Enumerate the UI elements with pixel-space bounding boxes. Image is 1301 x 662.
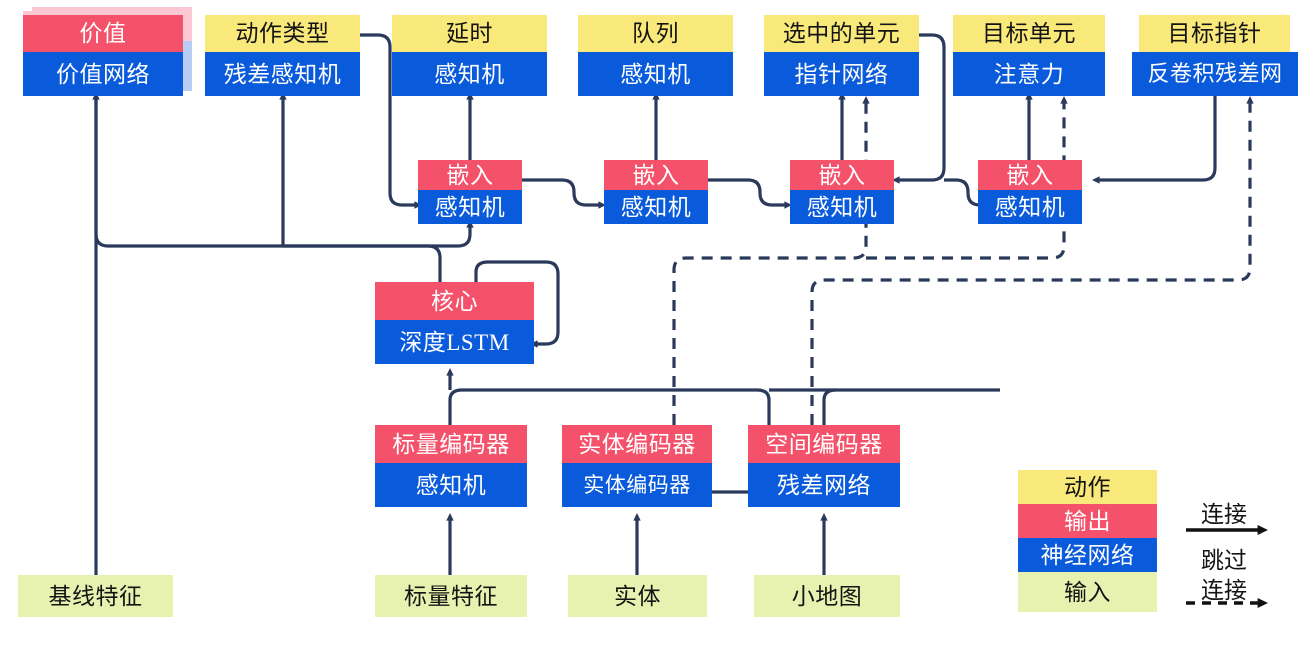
head-selected-units-network-label: 指针网络 — [764, 52, 919, 96]
head-delay[interactable]: 延时 感知机 — [392, 15, 547, 96]
head-action-type-network-label: 残差感知机 — [205, 52, 360, 96]
embed-3-output-label: 嵌入 — [790, 160, 894, 190]
head-delay-action-label: 延时 — [392, 15, 547, 52]
embed-2-network-label: 感知机 — [604, 190, 708, 224]
head-queue-action-label: 队列 — [578, 15, 733, 52]
encoder-scalar-output-label: 标量编码器 — [375, 425, 527, 463]
embed-2-output-label: 嵌入 — [604, 160, 708, 190]
encoder-scalar[interactable]: 标量编码器 感知机 — [375, 425, 527, 507]
embed-3[interactable]: 嵌入 感知机 — [790, 160, 894, 224]
input-baseline-features-label: 基线特征 — [18, 575, 173, 617]
legend-swatch-network-label: 神经网络 — [1018, 538, 1157, 572]
legend-swatch-output-label: 输出 — [1018, 504, 1157, 538]
head-target-unit-action-label: 目标单元 — [953, 15, 1105, 52]
legend-swatches: 动作 输出 神经网络 输入 — [1018, 470, 1157, 612]
input-entities-label: 实体 — [568, 575, 707, 617]
embed-3-network-label: 感知机 — [790, 190, 894, 224]
input-entities[interactable]: 实体 — [568, 575, 707, 617]
head-target-point[interactable]: 目标指针 — [1139, 15, 1290, 52]
embed-1-output-label: 嵌入 — [418, 160, 522, 190]
embed-1-network-label: 感知机 — [418, 190, 522, 224]
head-value-network-label: 价值网络 — [23, 52, 183, 96]
encoder-scalar-network-label: 感知机 — [375, 463, 527, 507]
embed-4[interactable]: 嵌入 感知机 — [978, 160, 1082, 224]
head-value[interactable]: 价值 价值网络 — [23, 15, 183, 96]
embed-4-network-label: 感知机 — [978, 190, 1082, 224]
legend-skip-connection-label-line2: 连接 — [1201, 578, 1247, 603]
encoder-spatial-output-label: 空间编码器 — [748, 425, 900, 463]
core-network-label: 深度LSTM — [375, 320, 534, 364]
input-scalar-features[interactable]: 标量特征 — [375, 575, 527, 617]
head-target-point-network-label: 反卷积残差网 — [1132, 52, 1298, 96]
head-action-type-action-label: 动作类型 — [205, 15, 360, 52]
embed-2[interactable]: 嵌入 感知机 — [604, 160, 708, 224]
core-module[interactable]: 核心 深度LSTM — [375, 282, 534, 364]
head-queue[interactable]: 队列 感知机 — [578, 15, 733, 96]
head-queue-network-label: 感知机 — [578, 52, 733, 96]
legend-swatch-input-label: 输入 — [1018, 572, 1157, 612]
input-baseline-features[interactable]: 基线特征 — [18, 575, 173, 617]
head-action-type[interactable]: 动作类型 残差感知机 — [205, 15, 360, 96]
encoder-entity-network-label: 实体编码器 — [562, 463, 712, 507]
encoder-entity[interactable]: 实体编码器 实体编码器 — [562, 425, 712, 507]
head-value-action-label: 价值 — [23, 15, 183, 52]
embed-1[interactable]: 嵌入 感知机 — [418, 160, 522, 224]
head-selected-units-action-label: 选中的单元 — [764, 15, 919, 52]
head-target-unit[interactable]: 目标单元 注意力 — [953, 15, 1105, 96]
head-selected-units[interactable]: 选中的单元 指针网络 — [764, 15, 919, 96]
core-output-label: 核心 — [375, 282, 534, 320]
head-target-point-action-label: 目标指针 — [1139, 15, 1290, 52]
input-minimap-label: 小地图 — [754, 575, 900, 617]
legend-connection-label: 连接 — [1201, 502, 1247, 527]
head-delay-network-label: 感知机 — [392, 52, 547, 96]
legend-skip-connection-label-line1: 跳过 — [1201, 548, 1247, 573]
legend-swatch-action-label: 动作 — [1018, 470, 1157, 504]
embed-4-output-label: 嵌入 — [978, 160, 1082, 190]
input-minimap[interactable]: 小地图 — [754, 575, 900, 617]
encoder-spatial[interactable]: 空间编码器 残差网络 — [748, 425, 900, 507]
encoder-entity-output-label: 实体编码器 — [562, 425, 712, 463]
encoder-spatial-network-label: 残差网络 — [748, 463, 900, 507]
head-target-point-network[interactable]: 反卷积残差网 — [1132, 52, 1298, 96]
input-scalar-features-label: 标量特征 — [375, 575, 527, 617]
skip-connections — [672, 95, 1254, 425]
head-target-unit-network-label: 注意力 — [953, 52, 1105, 96]
